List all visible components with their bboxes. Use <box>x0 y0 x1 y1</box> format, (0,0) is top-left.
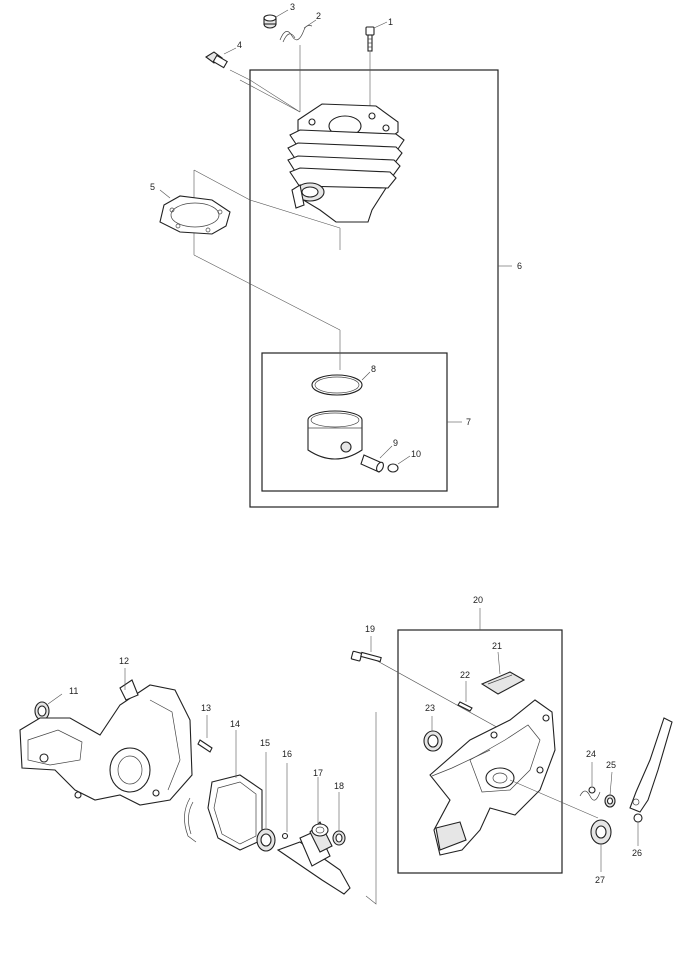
oil-seal-center-part <box>423 716 443 752</box>
spark-plug-part <box>205 47 301 113</box>
label-part-2: 2 <box>316 11 321 21</box>
small-pin-part <box>457 681 473 712</box>
piston-pin-part <box>360 445 393 473</box>
crankshaft-part <box>276 777 351 895</box>
label-part-21: 21 <box>492 641 502 651</box>
label-part-6: 6 <box>517 261 522 271</box>
label-part-3: 3 <box>290 2 295 12</box>
crankcase-left-part <box>19 668 193 806</box>
label-part-16: 16 <box>282 749 292 759</box>
label-part-9: 9 <box>393 438 398 448</box>
label-part-17: 17 <box>313 768 323 778</box>
label-part-18: 18 <box>334 781 344 791</box>
cylinder-part <box>287 103 405 223</box>
crankcase-right-part <box>429 699 599 856</box>
label-part-8: 8 <box>371 364 376 374</box>
label-part-26: 26 <box>632 848 642 858</box>
label-part-14: 14 <box>230 719 240 729</box>
label-part-4: 4 <box>237 40 242 50</box>
crankcase-gasket-part <box>184 730 263 851</box>
woodruff-key-part <box>281 763 289 840</box>
label-part-10: 10 <box>411 449 421 459</box>
label-part-5: 5 <box>150 182 155 192</box>
label-part-1: 1 <box>388 17 393 27</box>
label-part-12: 12 <box>119 656 129 666</box>
label-part-11: 11 <box>69 686 78 696</box>
bearing-left-part <box>256 752 276 852</box>
label-part-20: 20 <box>473 595 483 605</box>
brake-lever-part <box>629 717 673 846</box>
cylinder-kit-box <box>249 69 499 508</box>
washer-part <box>604 771 616 808</box>
piston-part <box>307 410 363 460</box>
tension-spring-part <box>579 762 601 801</box>
label-part-15: 15 <box>260 738 270 748</box>
label-part-22: 22 <box>460 670 470 680</box>
oil-seal-left-part <box>34 693 63 721</box>
label-part-24: 24 <box>586 749 596 759</box>
oil-seal-right-part <box>590 819 612 872</box>
crankcase-assembly-section <box>19 608 673 905</box>
part-number-labels: 1 2 3 4 5 6 7 8 9 10 11 12 13 14 15 16 1… <box>69 2 642 885</box>
spring-clip-part <box>279 19 317 112</box>
label-part-13: 13 <box>201 703 211 713</box>
dowel-pin-part <box>197 715 213 753</box>
needle-bearing-part <box>332 792 346 846</box>
cylinder-assembly-section <box>159 9 512 508</box>
oil-pump-bracket-part <box>480 651 526 695</box>
label-part-7: 7 <box>466 417 471 427</box>
label-part-23: 23 <box>425 703 435 713</box>
piston-ring-part <box>311 371 371 396</box>
label-part-27: 27 <box>595 875 605 885</box>
label-part-25: 25 <box>606 760 616 770</box>
decompression-cap-part <box>263 9 289 29</box>
label-part-19: 19 <box>365 624 375 634</box>
cylinder-gasket-part <box>159 189 231 235</box>
crankcase-bolt-part <box>350 636 382 663</box>
circlip-part <box>387 455 411 473</box>
